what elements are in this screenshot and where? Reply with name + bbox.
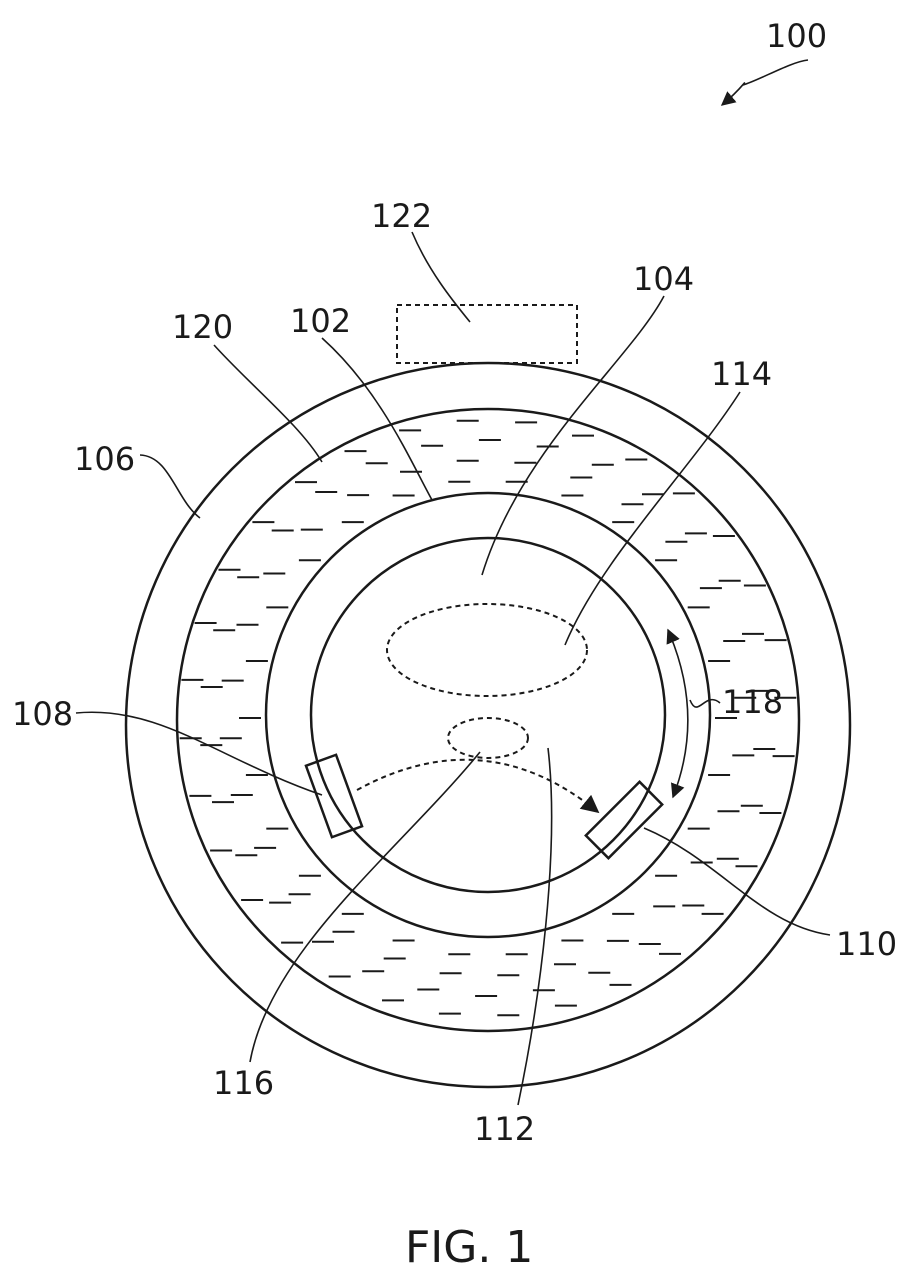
leader-122 (412, 232, 470, 322)
label-116: 116 (213, 1064, 274, 1102)
label-112: 112 (474, 1110, 535, 1148)
label-110: 110 (836, 925, 897, 963)
leader-112 (518, 748, 552, 1105)
leader-110 (644, 828, 830, 935)
external-unit-box (397, 305, 577, 363)
chamber-boundary (311, 538, 665, 892)
receiver-block (586, 782, 662, 858)
transmitter-block (306, 755, 362, 837)
outer-wall-ring (126, 363, 850, 1087)
lower-region-ellipse (448, 718, 528, 758)
leader-106 (140, 455, 200, 518)
leader-118 (690, 700, 720, 707)
label-106: 106 (74, 440, 135, 478)
leader-120 (214, 345, 322, 462)
label-122: 122 (371, 197, 432, 235)
label-100: 100 (766, 17, 827, 55)
label-104: 104 (633, 260, 694, 298)
inner-wall-outer-edge (266, 493, 710, 937)
label-108: 108 (12, 695, 73, 733)
label-118: 118 (722, 683, 783, 721)
label-114: 114 (711, 355, 772, 393)
upper-region-ellipse (387, 604, 587, 696)
movement-double-arrow (668, 630, 688, 797)
leader-100 (722, 60, 808, 105)
figure-caption: FIG. 1 (405, 1222, 533, 1273)
signal-path-arrow (357, 760, 598, 812)
leader-108 (76, 712, 322, 795)
label-120: 120 (172, 308, 233, 346)
leader-116 (250, 752, 480, 1062)
label-102: 102 (290, 302, 351, 340)
